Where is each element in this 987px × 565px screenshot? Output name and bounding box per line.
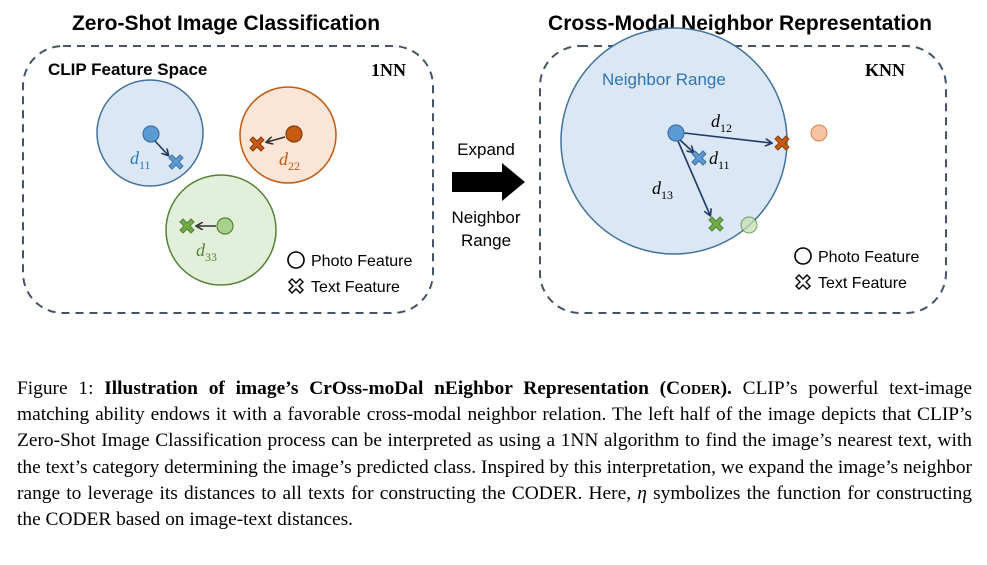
orange-photo-point <box>285 125 303 143</box>
figure-caption: Figure 1: Illustration of image’s CrOss-… <box>17 376 972 533</box>
caption-body-1: CLIP’s powerful text-image matching abil… <box>17 378 973 504</box>
d11-arrow-right <box>678 138 693 152</box>
range-label: Range <box>461 231 511 250</box>
neighbor-range-label: Neighbor Range <box>602 70 726 89</box>
caption-title-end: ). <box>720 378 732 399</box>
outer-green-photo-point <box>740 216 758 234</box>
legend-text-icon-right <box>795 274 811 290</box>
d11-label-right: d11 <box>709 148 730 172</box>
left-method-label: 1NN <box>371 60 406 80</box>
caption-title-acronym: Coder <box>666 378 721 399</box>
legend-photo-label-right: Photo Feature <box>818 249 920 266</box>
caption-title: Illustration of image’s CrOss-moDal nEig… <box>104 378 667 399</box>
right-panel-border <box>539 45 947 314</box>
legend-text-label-right: Text Feature <box>818 275 907 292</box>
legend-photo-icon-right <box>794 247 812 265</box>
caption-prefix: Figure 1: <box>17 378 105 399</box>
legend-photo-icon <box>287 251 305 269</box>
d22-label: d22 <box>279 149 300 173</box>
green-photo-point <box>216 217 234 235</box>
center-photo-point <box>667 124 685 142</box>
clip-feature-space-label: CLIP Feature Space <box>48 60 207 79</box>
outer-orange-photo-point <box>810 124 828 142</box>
legend-text-label: Text Feature <box>311 279 400 296</box>
legend-photo-label: Photo Feature <box>311 253 413 270</box>
d33-label: d33 <box>196 240 217 264</box>
d11-label: d11 <box>130 148 151 172</box>
blue-photo-point <box>142 125 160 143</box>
caption-eta-symbol: η <box>637 482 647 504</box>
blue-distance-arrow <box>154 140 168 155</box>
legend-text-icon <box>288 278 304 294</box>
right-method-label: KNN <box>865 60 905 80</box>
d13-arrow <box>677 140 710 215</box>
caption-body-2: symbolizes the function for constructing… <box>17 482 972 531</box>
d13-label: d13 <box>652 178 673 202</box>
left-title: Zero-Shot Image Classification <box>72 12 380 35</box>
coder-figure: Zero-Shot Image Classification Cross-Mod… <box>22 12 947 314</box>
d12-label: d12 <box>711 111 732 135</box>
expand-arrow-icon <box>452 163 525 201</box>
expand-label: Expand <box>457 140 515 159</box>
right-title: Cross-Modal Neighbor Representation <box>548 12 932 35</box>
orange-distance-arrow <box>267 136 286 142</box>
d12-arrow <box>683 132 771 143</box>
neighbor-label: Neighbor <box>452 208 521 227</box>
